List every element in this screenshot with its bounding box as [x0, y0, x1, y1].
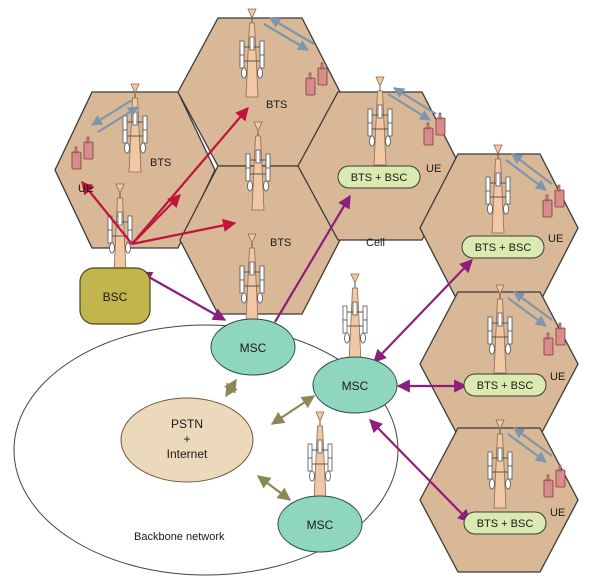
msc-ellipse: [312, 356, 398, 414]
pstn-plus-label: +: [183, 432, 190, 446]
bsc-node: BSC: [79, 267, 151, 325]
bts-bsc-links: [81, 106, 249, 246]
msc-pstn-links: [224, 378, 316, 501]
msc-ellipse: [277, 495, 363, 553]
ue-label: UE: [548, 233, 563, 245]
msc-label: MSC: [307, 518, 334, 532]
pstn-ellipse: [120, 397, 254, 483]
bts-bsc-label: BTS + BSC: [477, 518, 534, 530]
msc-node: MSC: [277, 495, 363, 553]
ue-label: UE: [426, 163, 441, 175]
msc-node: MSC: [312, 356, 398, 414]
bts-bsc-node: BTS + BSC: [461, 235, 545, 259]
bts-label: BTS: [150, 157, 171, 169]
internet-label: Internet: [167, 447, 208, 461]
backbone-network-label: Backbone network: [134, 531, 225, 543]
bts-bsc-node: BTS + BSC: [337, 165, 421, 189]
tower-icon: [307, 411, 333, 501]
bts-bsc-node: BTS + BSC: [463, 373, 547, 397]
bts-bsc-label: BTS + BSC: [351, 172, 408, 184]
bts-bsc-pill: [463, 511, 547, 535]
bsc-msc-links: [138, 194, 473, 523]
bsc-label: BSC: [103, 290, 128, 304]
msc-label: MSC: [342, 379, 369, 393]
bts-label: BTS: [266, 99, 287, 111]
bsc-box: [79, 267, 151, 325]
msc-node: MSC: [210, 318, 296, 376]
bts-bsc-pill: [463, 373, 547, 397]
msc-ellipse: [210, 318, 296, 376]
bts-bsc-pill: [337, 165, 421, 189]
bts-bsc-label: BTS + BSC: [475, 242, 532, 254]
bts-bsc-label: BTS + BSC: [477, 380, 534, 392]
cell-label: Cell: [366, 237, 385, 249]
bts-bsc-pill: [461, 235, 545, 259]
tower-icon: [342, 273, 368, 363]
pstn-internet-node: PSTN + Internet: [120, 397, 254, 483]
bts-label: BTS: [270, 237, 291, 249]
msc-label: MSC: [240, 341, 267, 355]
ue-label: UE: [78, 183, 93, 195]
bts-bsc-node: BTS + BSC: [463, 511, 547, 535]
ue-label: UE: [550, 371, 565, 383]
ue-label: UE: [550, 507, 565, 519]
pstn-label: PSTN: [171, 417, 203, 431]
radio-links: [91, 17, 553, 463]
